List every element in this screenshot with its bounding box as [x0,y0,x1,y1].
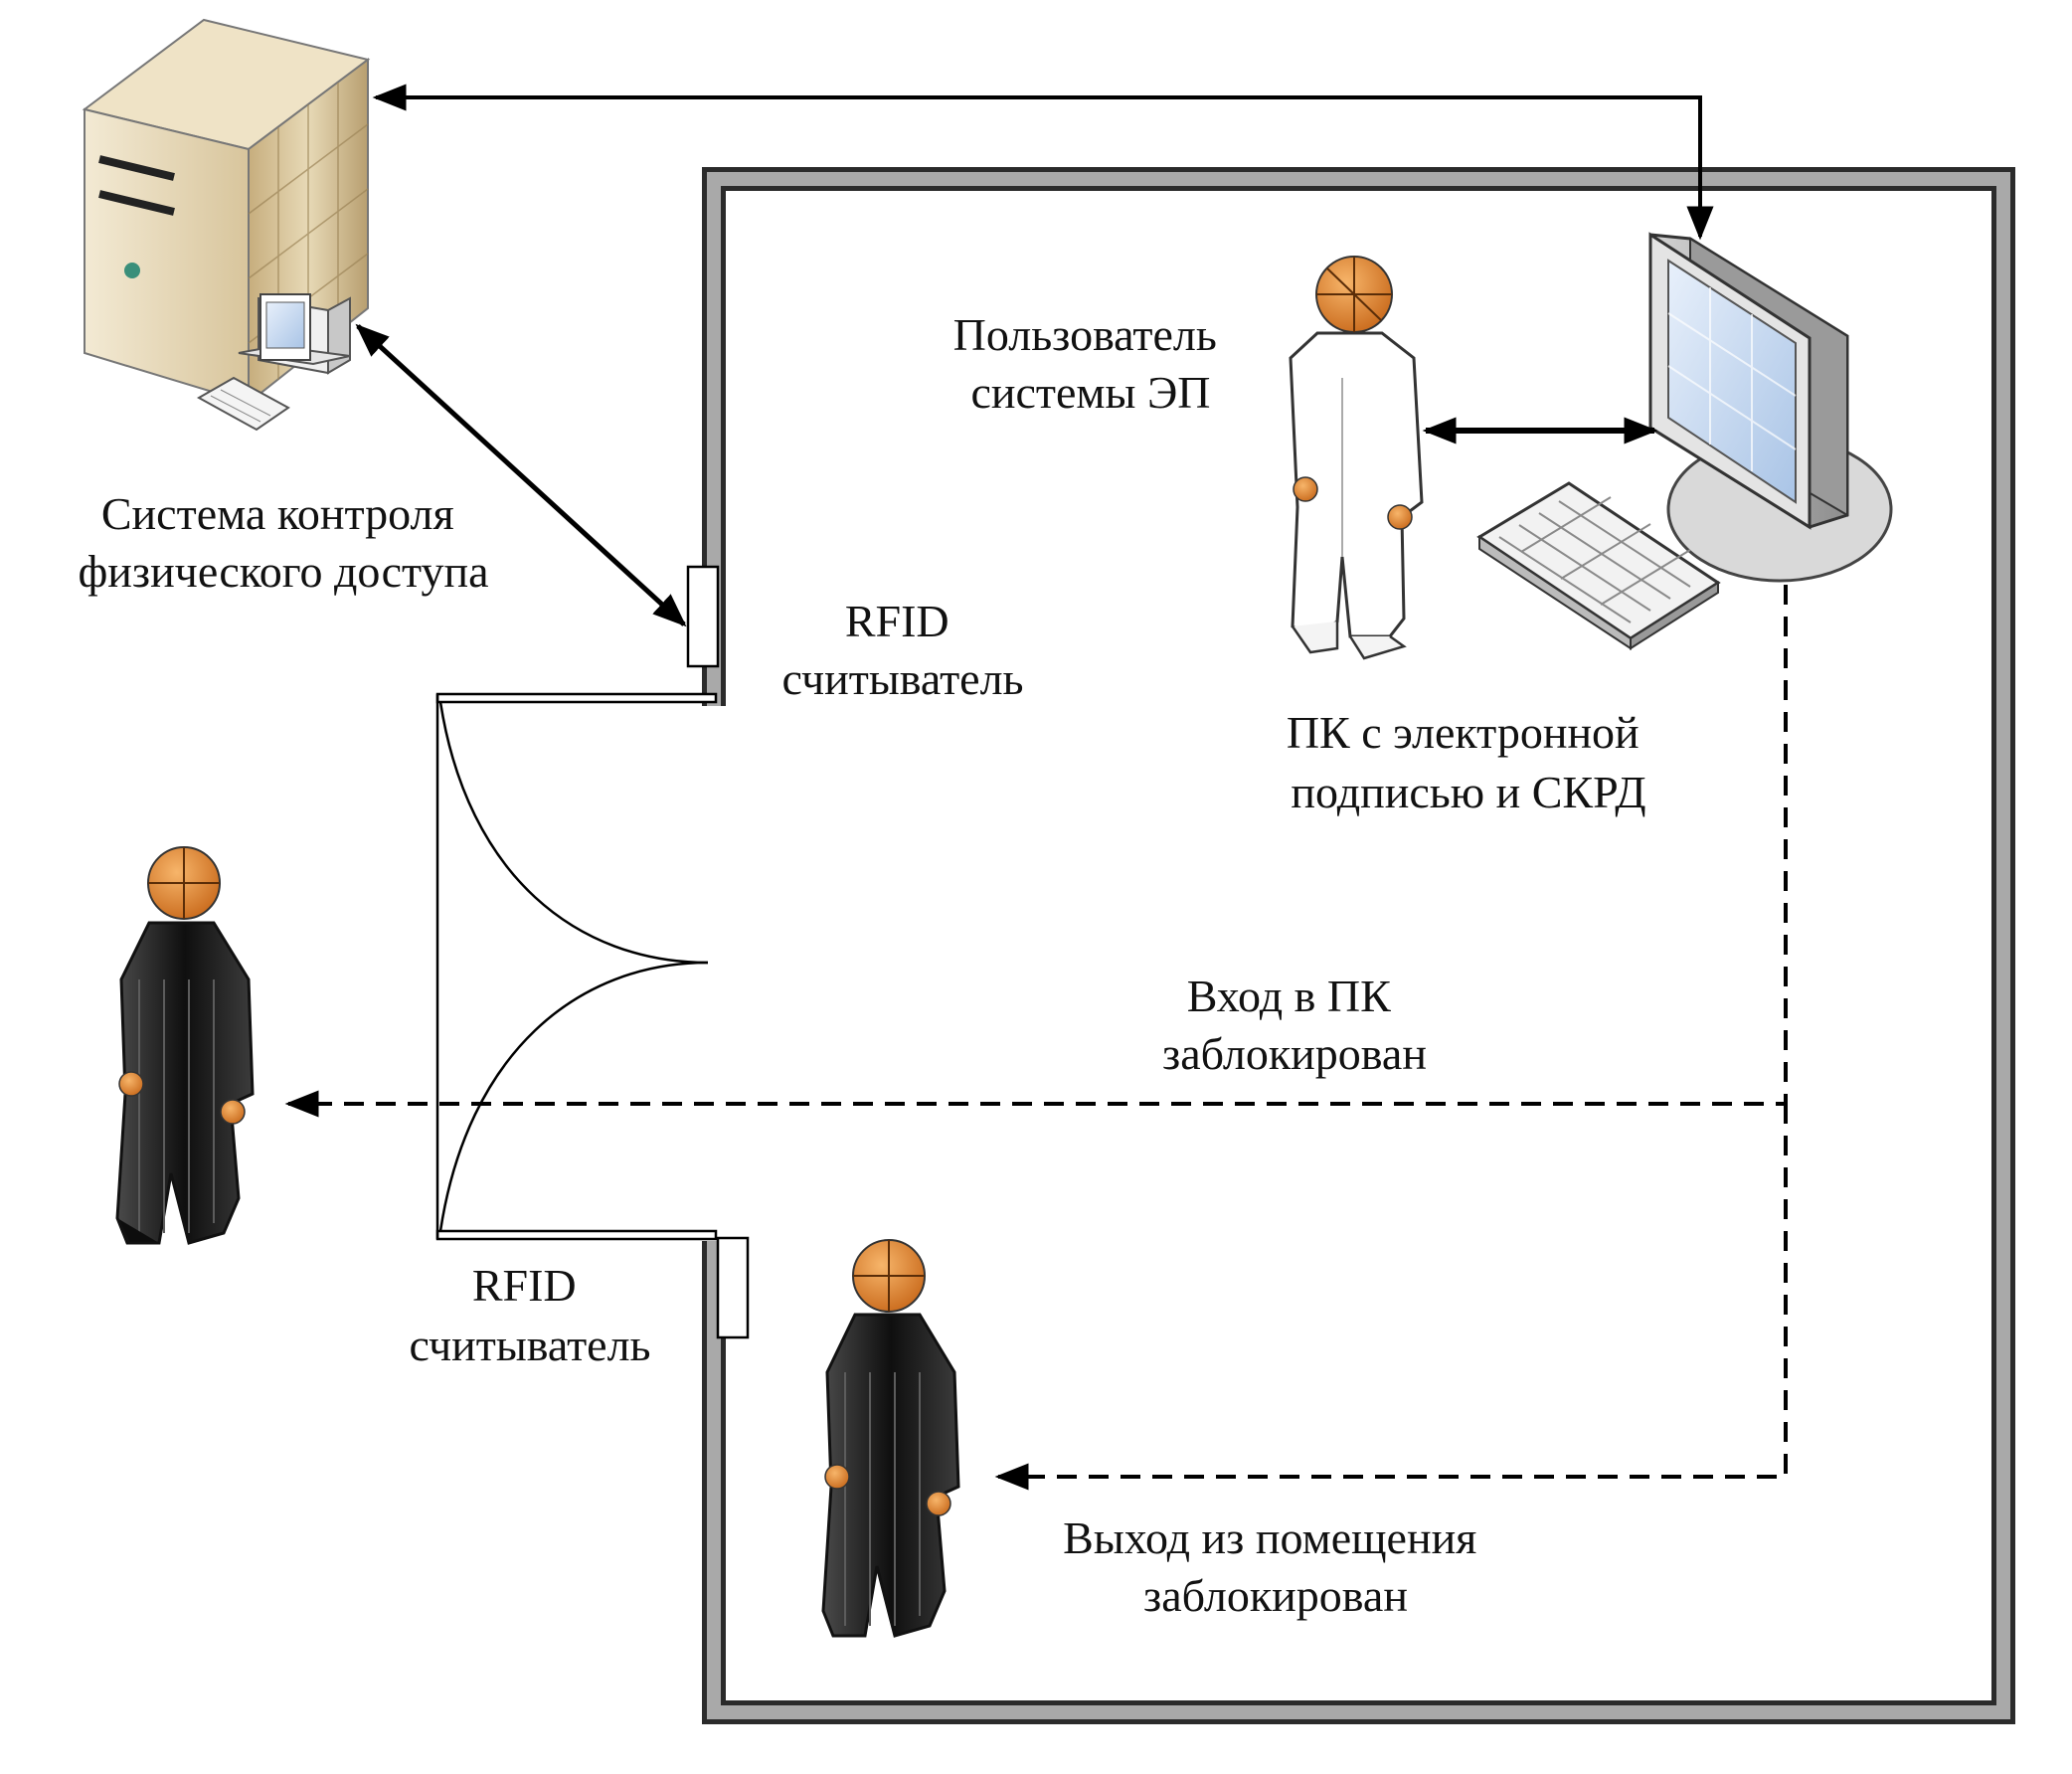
label-exit-blocked: Выход из помещения заблокирован [1063,1512,1488,1621]
monitor-icon [1648,232,1893,583]
rfid-reader-bottom [716,1236,750,1339]
label-rfid-bottom: RFID считыватель [409,1260,650,1370]
door [435,692,718,1241]
label-rfid-top: RFID считыватель [781,596,1023,704]
label-user: Пользователь системы ЭП [953,309,1229,418]
rfid-reader-top [686,565,720,668]
workstation-icon [196,293,351,432]
person-black-icon [115,846,255,1245]
keyboard-icon [1476,481,1721,650]
connector-server-rfid [355,323,687,627]
connector-exit-blocked [994,1104,1788,1491]
connector-pc-blocked [284,585,1788,1118]
label-access-system: Система контроля физического доступа [78,488,488,597]
connector-server-monitor [372,84,1714,241]
label-pc: ПК с электронной подписью и СКРД [1287,707,1650,817]
person-black-icon-inside [821,1239,960,1638]
user-white-icon [1289,256,1424,660]
room-walls [702,167,2015,1724]
label-pc-blocked: Вход в ПК заблокирован [1162,971,1427,1079]
